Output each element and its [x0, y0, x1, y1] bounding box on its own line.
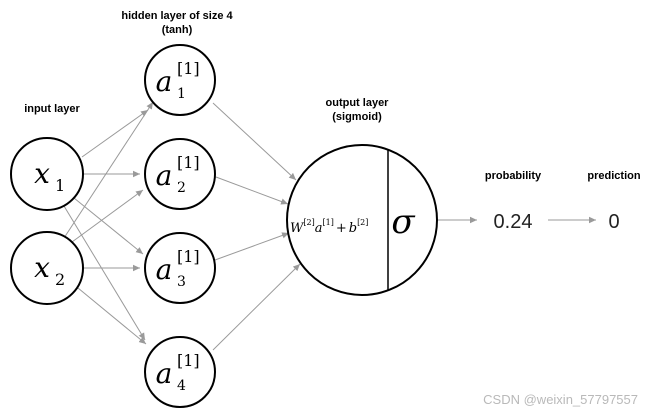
prediction-label: prediction: [587, 170, 640, 182]
hidden-node-2-subscript: 2: [177, 180, 186, 196]
input-node-2: x 2: [10, 231, 84, 305]
output-layer-activation-label: (sigmoid): [332, 111, 382, 123]
hidden-node-2-circle: [144, 138, 216, 210]
hidden-node-3-circle: [144, 232, 216, 304]
connection-a2-output: [215, 176, 289, 205]
hidden-node-4-circle: [144, 336, 216, 408]
csdn-watermark: CSDN @weixin_57797557: [483, 392, 638, 407]
input-node-2-subscript: 2: [55, 270, 65, 289]
probability-label: probability: [485, 170, 542, 182]
input-node-1-subscript: 1: [55, 176, 65, 195]
hidden-output-connections: [212, 102, 301, 351]
probability-value: 0.24: [494, 211, 533, 233]
hidden-node-1-superscript: [1]: [177, 59, 200, 78]
output-node: W[2]a[1]+b[2] σ: [286, 144, 438, 296]
input-node-1-symbol: x: [34, 157, 50, 190]
hidden-node-4-superscript: [1]: [177, 351, 200, 370]
formula-b: b: [349, 221, 357, 236]
output-linear-formula: W[2]a[1]+b[2]: [290, 218, 368, 236]
hidden-layer-activation-label: (tanh): [162, 24, 193, 36]
hidden-node-2-superscript: [1]: [177, 153, 200, 172]
formula-a: a: [315, 221, 323, 236]
hidden-node-4-symbol: a: [156, 357, 173, 390]
connection-x1-a1: [81, 109, 149, 158]
output-node-circle: [286, 144, 438, 296]
hidden-node-2-symbol: a: [156, 159, 173, 192]
hidden-node-1-circle: [144, 44, 216, 116]
sigmoid-symbol: σ: [391, 202, 415, 242]
connection-x1-a4: [63, 205, 146, 341]
formula-plus: +: [336, 221, 347, 236]
input-node-1: x 1: [10, 137, 84, 211]
prediction-value: 0: [608, 211, 619, 233]
connection-x2-a4: [77, 287, 147, 345]
hidden-node-4-subscript: 4: [177, 378, 186, 394]
formula-w: W: [290, 221, 305, 236]
hidden-node-3: a [1] 3: [144, 232, 216, 304]
hidden-node-4: a [1] 4: [144, 336, 216, 408]
hidden-layer-label: hidden layer of size 4: [121, 10, 233, 22]
hidden-node-3-subscript: 3: [177, 274, 186, 290]
connection-x1-a3: [73, 197, 144, 255]
input-node-1-circle: [10, 137, 84, 211]
hidden-node-1-subscript: 1: [177, 86, 186, 102]
input-hidden-connections: [63, 101, 154, 345]
hidden-node-2: a [1] 2: [144, 138, 216, 210]
output-layer-label: output layer: [326, 97, 390, 109]
input-node-2-symbol: x: [34, 251, 50, 284]
input-node-2-circle: [10, 231, 84, 305]
formula-w-superscript: [2]: [303, 218, 314, 227]
hidden-node-1: a [1] 1: [144, 44, 216, 116]
input-layer-label: input layer: [24, 103, 80, 115]
hidden-node-3-symbol: a: [156, 253, 173, 286]
formula-b-superscript: [2]: [357, 218, 368, 227]
connection-x2-a2: [71, 189, 144, 243]
connection-x2-a1: [63, 101, 154, 239]
connection-a3-output: [214, 232, 290, 261]
hidden-node-3-superscript: [1]: [177, 247, 200, 266]
formula-a-superscript: [1]: [322, 218, 333, 227]
hidden-node-1-symbol: a: [156, 65, 173, 98]
connection-a4-output: [212, 263, 301, 351]
connection-a1-output: [212, 102, 297, 181]
